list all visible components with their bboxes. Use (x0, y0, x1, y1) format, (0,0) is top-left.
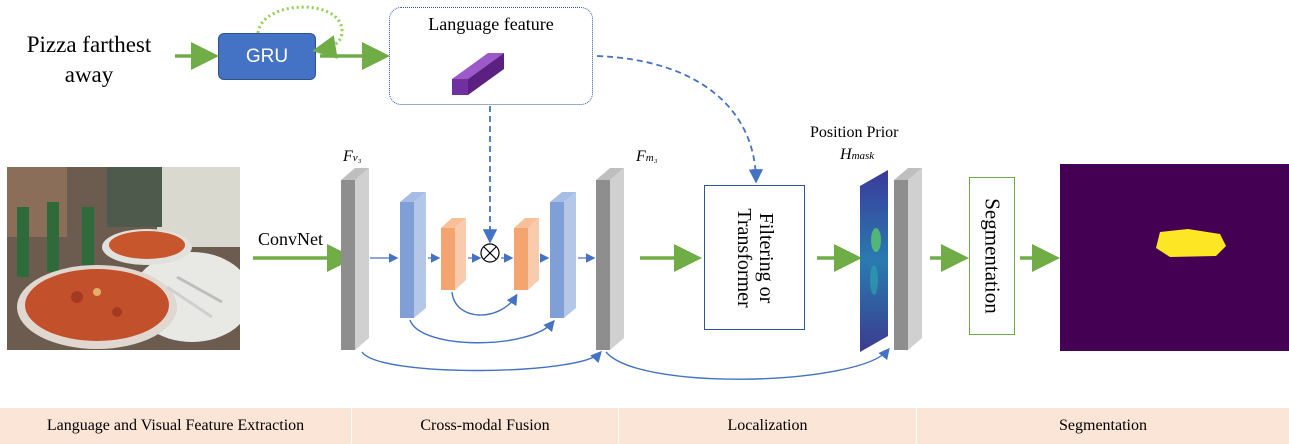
output-mask-image (1060, 164, 1289, 351)
query-text: Pizza farthest away (26, 32, 152, 87)
multiply-operator-icon (480, 243, 500, 263)
skip-connection-to-prior (605, 347, 890, 380)
stage-bar: Language and Visual Feature Extraction C… (0, 408, 1289, 444)
position-prior-heatmap (860, 170, 888, 352)
skip-connection-inner (451, 291, 518, 316)
fm3-feature-slab (596, 168, 624, 350)
language-feature-label: Language feature (428, 14, 554, 34)
skip-connection-outer (361, 350, 602, 372)
decoder-feature-slab (894, 168, 922, 350)
language-feature-cube (452, 53, 504, 95)
blue-feature-slab-2 (550, 192, 576, 318)
stage-feature-extraction: Language and Visual Feature Extraction (0, 408, 352, 444)
gru-label: GRU (245, 45, 289, 67)
convnet-label: ConvNet (258, 229, 323, 249)
mask-region (1156, 229, 1226, 257)
fm3-label: Fm₃ (636, 148, 658, 165)
position-prior-label: Position Prior (810, 124, 899, 141)
stage-localization: Localization (619, 408, 917, 444)
stage-cross-modal-fusion: Cross-modal Fusion (352, 408, 619, 444)
gru-recurrent-loop (256, 5, 344, 59)
fv3-feature-slab (341, 168, 369, 350)
orange-feature-slab-2 (514, 218, 539, 290)
filtering-transformer-box: Filtering or Transformer (704, 185, 805, 330)
segmentation-head-box: Segmentation (969, 177, 1015, 335)
language-to-filter-dashed (596, 55, 764, 184)
skip-connection-middle (409, 319, 555, 344)
blue-feature-slab-1 (400, 192, 426, 318)
input-image (7, 167, 240, 350)
stage-segmentation: Segmentation (1059, 417, 1147, 434)
hmask-label: Hmask (840, 146, 875, 163)
orange-feature-slab-1 (441, 218, 466, 290)
fv3-label: Fv₃ (343, 148, 362, 165)
